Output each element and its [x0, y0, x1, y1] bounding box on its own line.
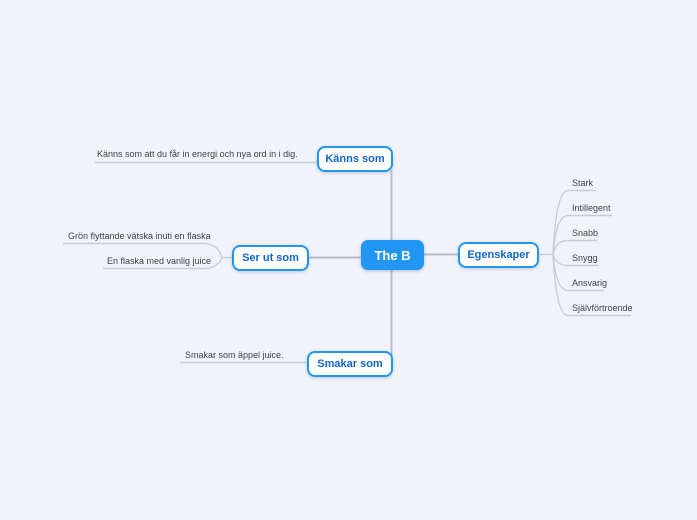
leaf-kanns-som-1[interactable]: Känns som att du får in energi och nya o… — [97, 149, 298, 159]
branch-node-smakar-som[interactable]: Smakar som — [307, 351, 393, 377]
leaf-egenskaper-2[interactable]: Intillegent — [572, 203, 611, 213]
leaf-line-egenskaper-6 — [552, 254, 631, 317]
leaf-egenskaper-4[interactable]: Snygg — [572, 253, 598, 263]
root-node[interactable]: The B — [361, 240, 424, 270]
branch-node-ser-ut-som[interactable]: Ser ut som — [232, 245, 309, 271]
leaf-egenskaper-1[interactable]: Stark — [572, 178, 594, 188]
branch-node-kanns-som[interactable]: Känns som — [317, 146, 393, 172]
leaf-line-egenskaper-3 — [552, 239, 597, 255]
leaf-egenskaper-6[interactable]: Självförtroende — [572, 303, 633, 313]
leaf-egenskaper-5[interactable]: Ansvarig — [572, 278, 608, 288]
leaf-line-egenskaper-2 — [552, 214, 612, 255]
leaf-line-ser-1 — [63, 242, 223, 258]
leaf-ser-ut-som-1[interactable]: Grön flyttande vätska inuti en flaska — [68, 231, 211, 241]
leaf-line-ser-2 — [103, 257, 223, 270]
leaf-ser-ut-som-2[interactable]: En flaska med vanlig juice — [107, 256, 212, 266]
leaf-smakar-som-1[interactable]: Smakar som äppel juice. — [185, 350, 284, 360]
branch-node-egenskaper[interactable]: Egenskaper — [458, 242, 539, 268]
leaf-egenskaper-3[interactable]: Snabb — [572, 228, 599, 238]
